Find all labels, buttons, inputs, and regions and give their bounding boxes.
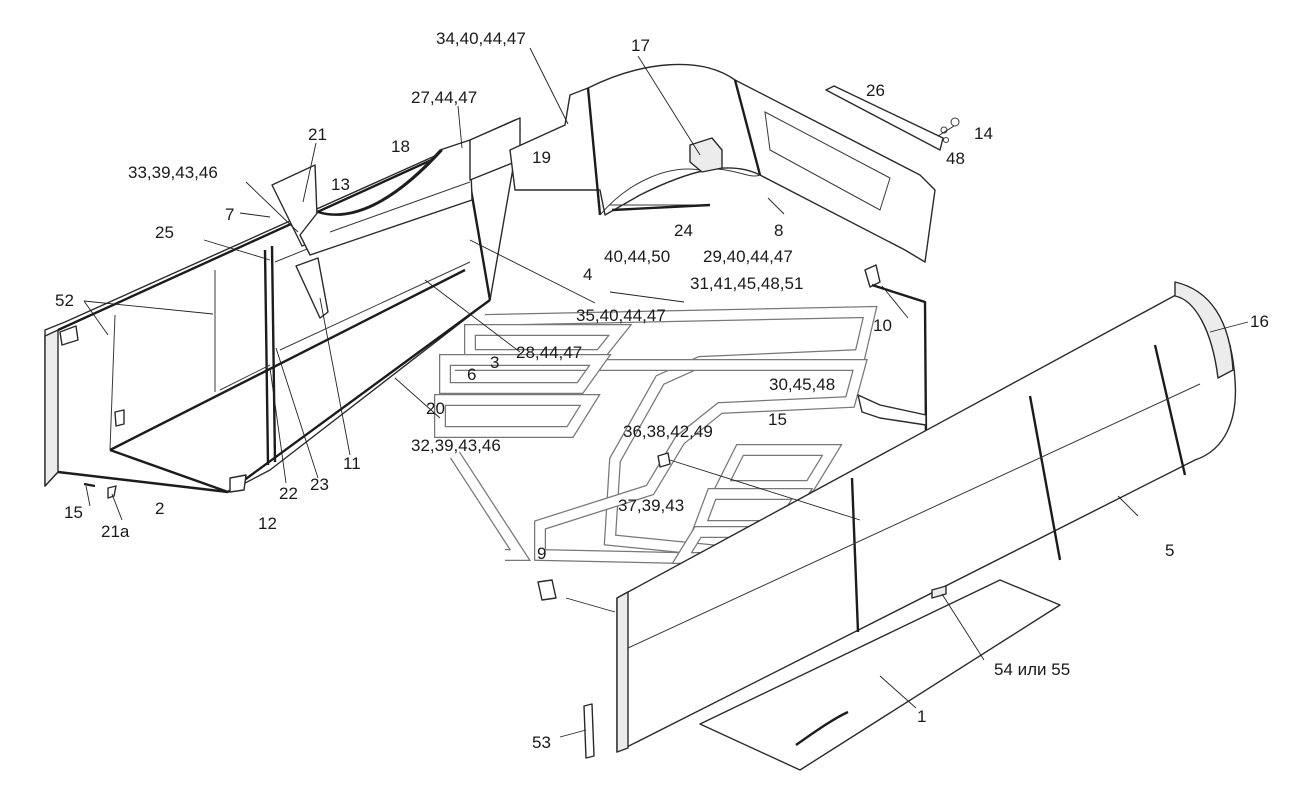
callout-30-45-48: 30,45,48 [769, 375, 835, 394]
callout-35-40-44-47: 35,40,44,47 [576, 306, 666, 325]
callout-53: 53 [532, 733, 551, 752]
callout-48-top: 48 [946, 149, 965, 168]
callout-21: 21 [308, 125, 327, 144]
callout-7: 7 [225, 205, 234, 224]
long-side-panel [616, 281, 1237, 771]
leader-lines [83, 47, 1249, 738]
rear-wall-panel [509, 63, 936, 263]
callout-17: 17 [631, 36, 650, 55]
callout-labels: 34,40,44,47 17 27,44,47 26 14 48 21 18 1… [55, 29, 1269, 752]
callout-54-or-55: 54 или 55 [994, 660, 1070, 679]
callout-19: 19 [532, 148, 551, 167]
callout-26: 26 [866, 81, 885, 100]
callout-14: 14 [974, 124, 993, 143]
callout-16: 16 [1250, 312, 1269, 331]
callout-13: 13 [331, 175, 350, 194]
callout-28-44-47: 28,44,47 [516, 343, 582, 362]
callout-15-left: 15 [64, 503, 83, 522]
right-bracket [857, 264, 928, 439]
cover-strip-assembly [825, 85, 960, 151]
callout-52: 52 [55, 291, 74, 310]
callout-29-40-44-47: 29,40,44,47 [703, 247, 793, 266]
callout-2: 2 [155, 499, 164, 518]
callout-27-44-47: 27,44,47 [411, 88, 477, 107]
callout-34-40-44-47: 34,40,44,47 [436, 29, 526, 48]
callout-1: 1 [917, 707, 926, 726]
callout-23: 23 [310, 475, 329, 494]
callout-20: 20 [426, 399, 445, 418]
callout-37-39-43: 37,39,43 [618, 496, 684, 515]
callout-36-38-42-49: 36,38,42,49 [623, 422, 713, 441]
callout-4: 4 [583, 265, 592, 284]
callout-11: 11 [343, 454, 361, 473]
callout-9: 9 [537, 544, 546, 563]
callout-6: 6 [467, 365, 476, 384]
callout-12: 12 [258, 514, 277, 533]
callout-33-39-43-46: 33,39,43,46 [128, 163, 218, 182]
callout-22: 22 [279, 484, 298, 503]
callout-24: 24 [674, 221, 693, 240]
callout-32-39-43-46: 32,39,43,46 [411, 436, 501, 455]
callout-8: 8 [774, 221, 783, 240]
callout-40-44-50: 40,44,50 [604, 247, 670, 266]
callout-3: 3 [490, 353, 499, 372]
small-loose-parts [83, 452, 671, 759]
callout-21a: 21а [101, 522, 130, 541]
callout-25: 25 [155, 223, 174, 242]
callout-31-41-45-48-51: 31,41,45,48,51 [690, 274, 803, 293]
callout-18: 18 [391, 137, 410, 156]
callout-15-center: 15 [768, 410, 787, 429]
callout-10: 10 [873, 316, 892, 335]
callout-5: 5 [1165, 541, 1174, 560]
